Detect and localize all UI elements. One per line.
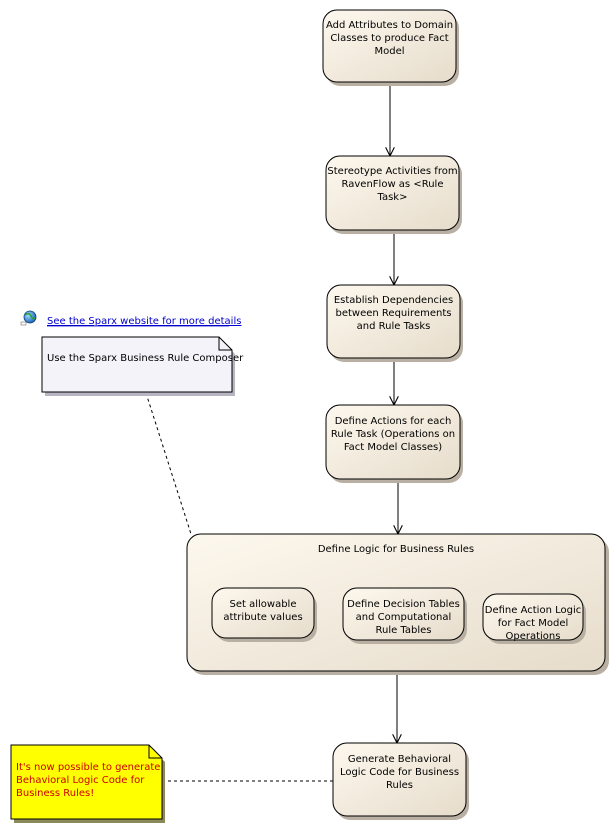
text-line: Define Actions for each bbox=[335, 416, 452, 427]
text-line: attribute values bbox=[223, 612, 302, 623]
text-line: Classes to produce Fact bbox=[330, 33, 448, 44]
note-composer[interactable]: Use the Sparx Business Rule Composer bbox=[41, 336, 244, 396]
text-line: and Computational bbox=[356, 612, 452, 623]
text-line: for Fact Model bbox=[498, 618, 569, 629]
text-line: Operations bbox=[506, 631, 561, 642]
text-line: RavenFlow as <Rule bbox=[342, 179, 444, 190]
text-line: Define Action Logic bbox=[485, 605, 581, 616]
globe-icon bbox=[20, 310, 37, 326]
text-line: Generate Behavioral bbox=[348, 754, 451, 765]
text-line: between Requirements bbox=[336, 308, 452, 319]
activity-define-logic-label: Define Logic for Business Rules bbox=[318, 544, 474, 555]
text-line: Rule Task (Operations on bbox=[331, 429, 455, 440]
activity-set-allowable-label: Set allowable attribute values bbox=[223, 599, 302, 623]
sparx-website-link[interactable]: See the Sparx website for more details bbox=[20, 310, 241, 327]
sparx-website-link-label[interactable]: See the Sparx website for more details bbox=[47, 316, 241, 327]
text-line: Business Rules! bbox=[16, 788, 94, 799]
text-line: Set allowable bbox=[230, 599, 297, 610]
connectors bbox=[145, 84, 398, 782]
text-line: Define Decision Tables bbox=[347, 599, 460, 610]
text-line: Fact Model Classes) bbox=[344, 442, 442, 453]
note-composer-text: Use the Sparx Business Rule Composer bbox=[47, 353, 244, 364]
activity-establish-dependencies[interactable]: Establish Dependencies between Requiremen… bbox=[326, 284, 463, 362]
activity-establish-dependencies-label: Establish Dependencies between Requiremen… bbox=[334, 295, 453, 332]
text-line: Task> bbox=[377, 192, 408, 203]
text-line: Behavioral Logic Code for bbox=[16, 775, 145, 786]
text-line: Model bbox=[374, 46, 404, 57]
text-line: Stereotype Activities from bbox=[327, 166, 457, 177]
text-line: Rules bbox=[386, 780, 413, 791]
text-line: Rule Tables bbox=[375, 625, 431, 636]
text-line: Logic Code for Business bbox=[340, 767, 459, 778]
text-line: Add Attributes to Domain bbox=[326, 20, 453, 31]
text-line: and Rule Tasks bbox=[357, 321, 431, 332]
text-line: Establish Dependencies bbox=[334, 295, 453, 306]
text-line: It's now possible to generate bbox=[16, 762, 160, 773]
activity-set-allowable[interactable]: Set allowable attribute values bbox=[211, 587, 317, 642]
note-connector-composer bbox=[145, 392, 192, 535]
